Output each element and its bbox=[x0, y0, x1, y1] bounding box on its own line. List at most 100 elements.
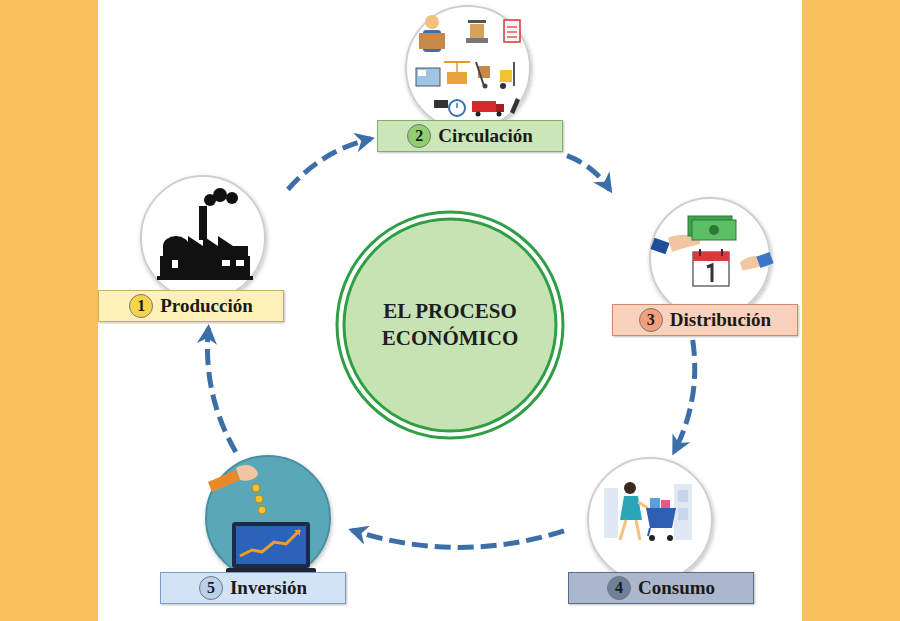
payment-icon-part bbox=[721, 249, 723, 256]
investment-icon-part bbox=[255, 495, 263, 503]
factory-icon-part bbox=[163, 236, 189, 256]
logistics-icon-part bbox=[406, 6, 530, 130]
shopping-icon-part bbox=[649, 535, 655, 541]
stage-name: Circulación bbox=[438, 125, 533, 147]
logistics-icon-part bbox=[500, 83, 506, 89]
shopping-icon-part bbox=[638, 502, 648, 508]
inner-ring bbox=[344, 219, 556, 431]
shopping-icon-part bbox=[667, 535, 673, 541]
logistics-icon-part bbox=[476, 62, 484, 86]
shopping-icon-part bbox=[624, 482, 636, 494]
factory-icon-part bbox=[226, 192, 238, 204]
factory-icon-part bbox=[157, 276, 253, 280]
dashed-arrow bbox=[674, 340, 695, 452]
logistics-icon-part bbox=[496, 104, 504, 112]
payment-icon bbox=[650, 198, 774, 318]
stage-name: Producción bbox=[160, 295, 253, 317]
logistics-icon-part bbox=[466, 38, 488, 43]
payment-icon-part bbox=[693, 252, 729, 261]
shopping-icon bbox=[588, 458, 712, 582]
stage-node: 1 Producción bbox=[98, 176, 284, 322]
factory-icon-part bbox=[236, 260, 244, 266]
shopping-icon-part bbox=[620, 496, 642, 520]
center-title: EL PROCESO ECONÓMICO bbox=[375, 298, 525, 353]
logistics-icon-part bbox=[500, 70, 512, 82]
shopping-icon-part bbox=[604, 488, 618, 538]
stage-label-box: 1 Producción bbox=[98, 290, 284, 322]
payment-icon-part bbox=[650, 198, 770, 318]
dashed-arrow bbox=[207, 328, 235, 452]
logistics-icon-part bbox=[476, 112, 481, 117]
stage-node: 5Inversión bbox=[160, 456, 346, 604]
logistics-icon-part bbox=[470, 24, 484, 38]
payment-icon-part bbox=[693, 252, 729, 286]
step-number: 3 bbox=[639, 308, 663, 332]
logistics-icon-part bbox=[456, 103, 458, 108]
logistics-icon-part bbox=[513, 62, 515, 86]
payment-icon-part bbox=[707, 265, 712, 282]
stage-label-box: 4 Consumo bbox=[568, 572, 754, 604]
stage-name: Consumo bbox=[638, 577, 715, 599]
stage-node: 3 Distribución bbox=[612, 196, 798, 336]
logistics-icon-part bbox=[507, 26, 517, 27]
outer-ring bbox=[337, 212, 563, 438]
factory-icon-part bbox=[172, 260, 178, 268]
payment-icon-part bbox=[709, 225, 719, 235]
step-number: 5 bbox=[199, 576, 223, 600]
investment-icon-part bbox=[240, 530, 300, 556]
investment-icon-part bbox=[236, 465, 258, 481]
shopping-icon-part bbox=[588, 458, 712, 582]
stage-name: Distribución bbox=[670, 309, 771, 331]
step-number: 2 bbox=[407, 124, 431, 148]
shopping-icon-part bbox=[661, 500, 670, 508]
logistics-icon-part bbox=[434, 100, 448, 108]
payment-icon-part bbox=[756, 252, 773, 268]
logistics-icon-part bbox=[504, 20, 520, 42]
logistics-icon-part bbox=[510, 98, 520, 114]
dashed-arrow bbox=[567, 156, 610, 190]
stage-node: 2 Circulación bbox=[377, 4, 563, 152]
payment-icon-part bbox=[692, 220, 736, 240]
logistics-icon bbox=[406, 6, 530, 130]
factory-icon-part bbox=[222, 260, 230, 266]
investment-icon-part bbox=[258, 506, 266, 514]
factory-icon-part bbox=[199, 206, 207, 240]
shopping-icon-part bbox=[678, 490, 688, 502]
factory-icon-part bbox=[188, 236, 248, 256]
logistics-icon-part bbox=[483, 84, 488, 89]
logistics-icon-part bbox=[449, 100, 465, 116]
stage-node: 4 Consumo bbox=[568, 458, 754, 604]
center-circle: EL PROCESO ECONÓMICO bbox=[334, 209, 566, 441]
logistics-icon-part bbox=[472, 101, 496, 112]
logistics-icon-part bbox=[416, 68, 440, 86]
investment-icon-part bbox=[208, 470, 240, 492]
step-number: 4 bbox=[607, 576, 631, 600]
shopping-icon-part bbox=[648, 528, 650, 536]
logistics-icon-part bbox=[497, 112, 502, 117]
factory-icon-part bbox=[160, 256, 250, 276]
logistics-icon-part bbox=[468, 20, 486, 23]
investment-icon-part bbox=[206, 456, 330, 580]
stage-label-box: 3 Distribución bbox=[612, 304, 798, 336]
investment-icon-part bbox=[294, 530, 300, 536]
logistics-icon-part bbox=[425, 15, 439, 29]
investment-icon bbox=[206, 456, 330, 580]
logistics-icon-part bbox=[447, 72, 467, 84]
stage-label-box: 2 Circulación bbox=[377, 120, 563, 152]
investment-icon-part bbox=[232, 522, 310, 568]
circle-outline bbox=[334, 209, 566, 441]
logistics-icon-part bbox=[456, 62, 458, 72]
dashed-arrow bbox=[288, 139, 371, 190]
shopping-icon-part bbox=[620, 520, 626, 540]
payment-icon-part bbox=[650, 238, 669, 255]
investment-icon-part bbox=[252, 484, 260, 492]
logistics-icon-part bbox=[507, 36, 517, 37]
dashed-arrow bbox=[352, 530, 564, 547]
shopping-icon-part bbox=[650, 498, 660, 508]
shopping-icon-part bbox=[646, 508, 676, 528]
step-number: 1 bbox=[129, 294, 153, 318]
factory-icon-part bbox=[213, 188, 227, 202]
factory-icon bbox=[141, 176, 265, 300]
